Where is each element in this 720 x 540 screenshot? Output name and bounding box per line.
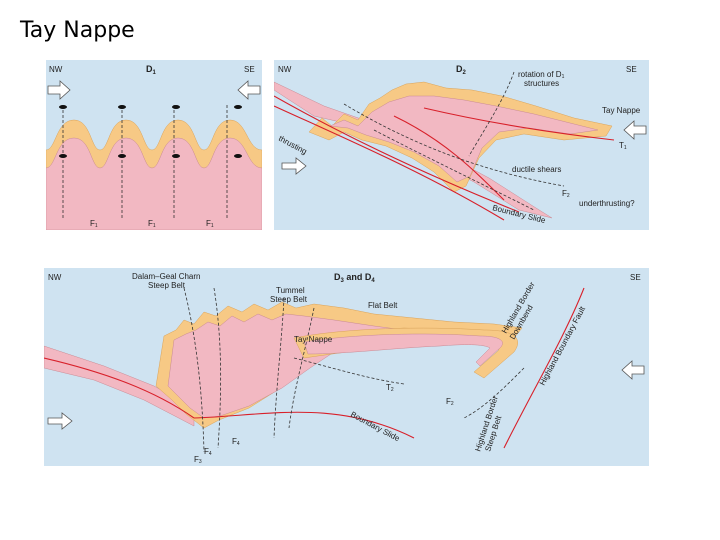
d1-strain-ellipses <box>59 105 242 158</box>
d3-flat-belt-core <box>303 333 503 367</box>
d2-t1-label: T1 <box>619 141 627 151</box>
d3-lower-sheet <box>44 345 195 427</box>
d3-t2-label: T2 <box>386 383 394 393</box>
panel-d3-d4: NW SE D3 and D4 Dalam–Geal Charn Steep B… <box>44 268 649 466</box>
panel-d3-background <box>44 268 649 466</box>
d3-title: D3 and D4 <box>334 272 375 284</box>
d3-f2-label: F2 <box>446 397 454 407</box>
d3-f4-label-b: F4 <box>232 437 240 447</box>
d1-compression-arrow-right <box>237 80 261 100</box>
d1-fold-label-2: F1 <box>148 219 156 229</box>
d3-se-label: SE <box>630 273 641 282</box>
d3-tummel-label: Tummel <box>276 286 305 295</box>
d2-title: D2 <box>456 64 467 76</box>
d1-se-label: SE <box>244 65 255 74</box>
d1-axial-planes <box>62 105 228 218</box>
d3-faults <box>44 287 585 449</box>
d1-folded-rock <box>46 137 262 230</box>
d1-title: D1 <box>146 64 157 76</box>
d2-push-arrow-right <box>623 120 647 140</box>
d3-push-arrow-left <box>47 412 73 430</box>
d3-dalam-label: Dalam–Geal Charn <box>132 272 200 281</box>
d3-dalam-label-line2: Steep Belt <box>148 281 186 290</box>
panel-d2-drawing: NW SE D2 rotation of D1 structures Tay N… <box>274 60 649 230</box>
d2-faults <box>274 95 615 221</box>
panel-d2: NW SE D2 rotation of D1 structures Tay N… <box>274 60 649 230</box>
d2-se-label: SE <box>626 65 637 74</box>
d2-rotation-label: rotation of D1 <box>518 70 565 80</box>
d2-push-arrow-left <box>281 157 307 175</box>
d2-tay-nappe-label: Tay Nappe <box>602 106 641 115</box>
slide-title: Tay Nappe <box>20 18 135 43</box>
d3-nw-label: NW <box>48 273 62 282</box>
d2-rotation-label-line2: structures <box>524 79 559 88</box>
d3-flat-belt-label: Flat Belt <box>368 301 398 310</box>
panel-d1: NW SE D1 F1 F1 F1 <box>46 60 262 230</box>
d3-axial-traces <box>183 287 525 453</box>
d3-tay-nappe-label: Tay Nappe <box>294 335 333 344</box>
d3-f4-label-a: F4 <box>204 447 212 457</box>
d2-f2-label: F2 <box>562 189 570 199</box>
d1-fold-label-3: F1 <box>206 219 214 229</box>
d1-fold-label-1: F1 <box>90 219 98 229</box>
d3-tummel-label-line2: Steep Belt <box>270 295 308 304</box>
d1-nw-label: NW <box>49 65 63 74</box>
d2-nw-label: NW <box>278 65 292 74</box>
d3-push-arrow-right <box>621 360 645 380</box>
d1-compression-arrow-left <box>47 80 71 100</box>
d2-ductile-shears-label: ductile shears <box>512 165 561 174</box>
panel-d1-drawing: NW SE D1 F1 F1 F1 <box>46 60 262 230</box>
d2-axial-traces <box>343 71 565 211</box>
d2-underthrusting-label: underthrusting? <box>579 199 635 208</box>
d3-f3-label: F3 <box>194 455 202 465</box>
panel-d3-drawing: NW SE D3 and D4 Dalam–Geal Charn Steep B… <box>44 268 649 466</box>
